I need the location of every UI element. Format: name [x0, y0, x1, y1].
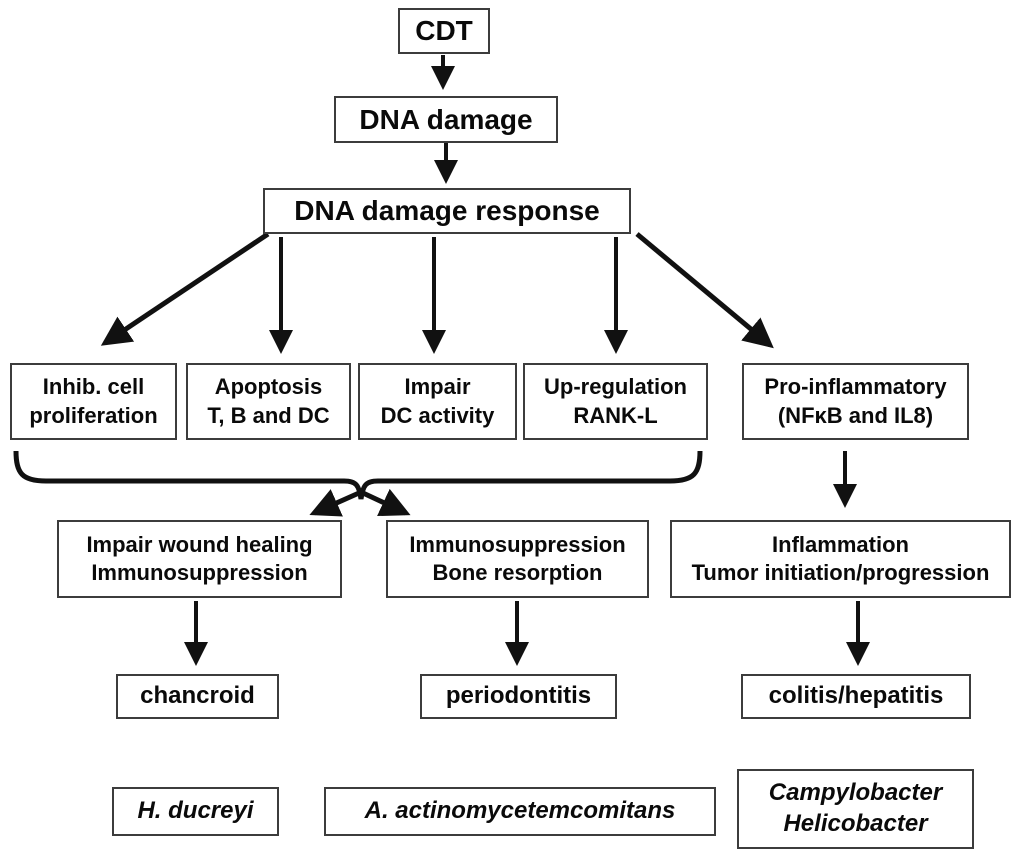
brace-effects-group — [13, 450, 703, 500]
arrow-brace-to-immunosuppression — [361, 488, 411, 517]
node-a-actinomycetemcomitans: A. actinomycetemcomitans — [324, 787, 716, 836]
node-inhib-cell-line1: Inhib. cell — [42, 374, 145, 400]
node-campylobacter-line1: Campylobacter — [768, 779, 943, 807]
node-inflammation-line1: Inflammation — [772, 531, 909, 557]
node-h-ducreyi: H. ducreyi — [112, 787, 279, 836]
node-impair-dc-activity: Impair DC activity — [358, 363, 517, 440]
node-immunosuppression-line1: Immunosuppression — [409, 531, 626, 557]
node-dna-damage-response: DNA damage response — [263, 188, 631, 234]
node-colitis-hepatitis: colitis/hepatitis — [741, 674, 971, 719]
node-a-actinomycetemcomitans-label: A. actinomycetemcomitans — [364, 797, 676, 825]
node-apoptosis-line1: Apoptosis — [214, 374, 323, 400]
node-h-ducreyi-label: H. ducreyi — [137, 797, 254, 825]
node-dna-damage-label: DNA damage — [359, 103, 533, 135]
node-dna-damage: DNA damage — [334, 96, 558, 143]
node-dna-damage-response-label: DNA damage response — [294, 195, 600, 227]
node-pro-inflammatory-line2: (NFκB and IL8) — [777, 402, 934, 428]
node-periodontitis-label: periodontitis — [445, 682, 592, 710]
node-impair-dc-line2: DC activity — [380, 402, 495, 428]
node-inflammation-tumor: Inflammation Tumor initiation/progressio… — [670, 520, 1011, 598]
node-inhib-cell-line2: proliferation — [29, 402, 158, 428]
node-campylobacter-helicobacter: Campylobacter Helicobacter — [737, 769, 974, 849]
node-immunosuppression-line2: Bone resorption — [432, 560, 603, 585]
node-campylobacter-line2: Helicobacter — [783, 810, 928, 837]
node-cdt: CDT — [398, 8, 490, 54]
node-impair-wound-healing: Impair wound healing Immunosuppression — [57, 520, 342, 598]
arrow-response-to-inhib-cell — [100, 231, 270, 346]
node-apoptosis: Apoptosis T, B and DC — [186, 363, 351, 440]
arrow-brace-to-impair-wound — [309, 489, 361, 517]
node-cdt-label: CDT — [415, 15, 473, 47]
node-inflammation-line2: Tumor initiation/progression — [691, 560, 990, 585]
arrow-response-to-pro-inflammatory — [635, 232, 774, 349]
node-apoptosis-line2: T, B and DC — [207, 402, 330, 428]
node-periodontitis: periodontitis — [420, 674, 617, 719]
node-colitis-hepatitis-label: colitis/hepatitis — [768, 682, 944, 710]
node-inhib-cell-proliferation: Inhib. cell proliferation — [10, 363, 177, 440]
node-impair-wound-line2: Immunosuppression — [91, 560, 308, 585]
node-immunosuppression-bone: Immunosuppression Bone resorption — [386, 520, 649, 598]
node-upregulation-rankl: Up-regulation RANK-L — [523, 363, 708, 440]
node-pro-inflammatory: Pro-inflammatory (NFκB and IL8) — [742, 363, 969, 440]
node-pro-inflammatory-line1: Pro-inflammatory — [764, 374, 947, 400]
node-chancroid: chancroid — [116, 674, 279, 719]
node-impair-wound-line1: Impair wound healing — [86, 531, 313, 557]
node-chancroid-label: chancroid — [140, 682, 255, 710]
node-upregulation-line2: RANK-L — [573, 402, 658, 428]
node-upregulation-line1: Up-regulation — [544, 374, 687, 400]
node-impair-dc-line1: Impair — [404, 374, 471, 400]
